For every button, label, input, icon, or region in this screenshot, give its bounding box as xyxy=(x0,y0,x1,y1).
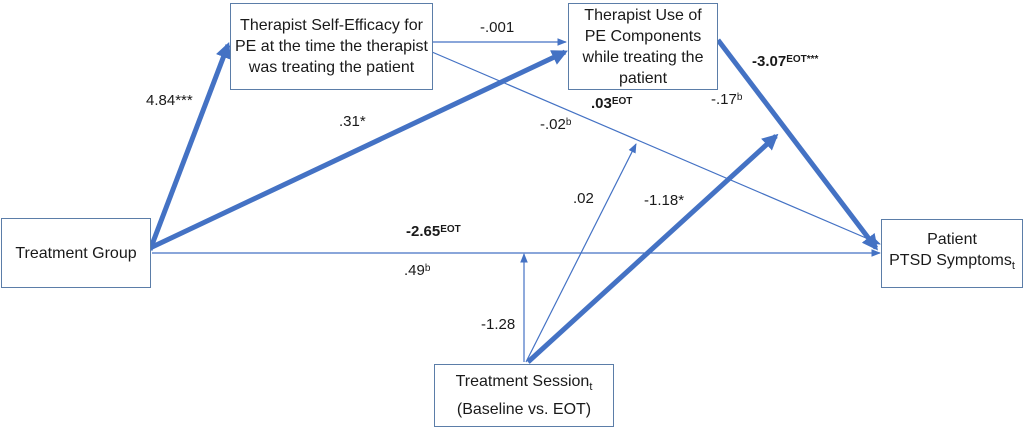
coef-se-session-interaction-sup: EOT xyxy=(611,96,633,107)
node-session-line2: (Baseline vs. EOT) xyxy=(456,400,592,418)
coef-tg-to-ptsd-eot-sup: EOT xyxy=(440,224,461,235)
node-self-efficacy: Therapist Self-Efficacy for PE at the ti… xyxy=(230,3,433,90)
arrow-session-to-se-path xyxy=(525,143,637,363)
coef-pe-to-ptsd-eot-value: -3.07 xyxy=(752,53,787,70)
coef-se-session-interaction-value: .03 xyxy=(591,95,612,112)
coef-session-to-tg-path-value: -1.28 xyxy=(481,316,516,333)
coef-se-to-ptsd-sup: b xyxy=(565,117,572,128)
coef-session-to-tg-path: -1.28 xyxy=(481,316,515,334)
node-pe-use-label: Therapist Use of PE Components while tre… xyxy=(582,6,704,87)
coef-session-to-pe: -1.18* xyxy=(644,192,685,209)
coef-tg-to-pe: .31* xyxy=(339,113,366,130)
node-treatment-group-label: Treatment Group xyxy=(15,244,137,262)
node-ptsd-line1: Patient xyxy=(927,231,977,249)
coef-tg-to-ptsd-b-sup: b xyxy=(424,263,431,274)
node-pe-use: Therapist Use of PE Components while tre… xyxy=(568,3,718,90)
node-ptsd: Patient PTSD Symptomst xyxy=(881,219,1023,288)
coef-pe-to-ptsd-eot-sup: EOT*** xyxy=(786,54,819,65)
coef-pe-to-ptsd-b-sup: b xyxy=(736,92,743,103)
node-ptsd-subscript: t xyxy=(1011,260,1015,273)
coef-tg-to-ptsd-b-value: .49 xyxy=(404,262,425,279)
arrow-pe-to-ptsd xyxy=(716,38,878,251)
arrow-session-to-pe-path xyxy=(526,133,779,364)
node-session-text: Treatment Sessiont (Baseline vs. EOT) xyxy=(456,371,593,419)
coef-session-to-se-path: .02 xyxy=(573,190,594,207)
node-treatment-group: Treatment Group xyxy=(1,218,151,288)
coef-se-session-interaction: .03EOT xyxy=(591,95,632,113)
coef-se-to-ptsd: -.02b xyxy=(540,116,571,134)
coef-pe-to-ptsd-b-value: -.17 xyxy=(711,91,737,108)
coef-tg-to-se: 4.84*** xyxy=(146,92,193,109)
coef-se-to-ptsd-value: -.02 xyxy=(540,116,566,133)
coef-se-to-pe: -.001 xyxy=(480,19,515,36)
node-session-subscript: t xyxy=(589,381,593,394)
arrow-tg-to-se xyxy=(147,42,231,251)
arrow-se-to-ptsd xyxy=(431,51,881,245)
node-session-line1: Treatment Session xyxy=(455,373,590,391)
coef-tg-to-ptsd-b: .49b xyxy=(404,262,430,280)
arrow-tg-to-pe xyxy=(148,49,568,251)
coef-pe-to-ptsd-eot: -3.07EOT*** xyxy=(752,53,818,71)
node-session: Treatment Sessiont (Baseline vs. EOT) xyxy=(434,364,614,427)
node-ptsd-line2: PTSD Symptoms xyxy=(889,252,1012,270)
node-ptsd-text: Patient PTSD Symptomst xyxy=(889,229,1015,277)
node-self-efficacy-label: Therapist Self-Efficacy for PE at the ti… xyxy=(235,17,428,76)
coef-tg-to-ptsd-eot-value: -2.65 xyxy=(406,223,441,240)
coef-pe-to-ptsd-b: -.17b xyxy=(711,91,742,109)
coef-tg-to-ptsd-eot: -2.65EOT xyxy=(406,223,461,241)
